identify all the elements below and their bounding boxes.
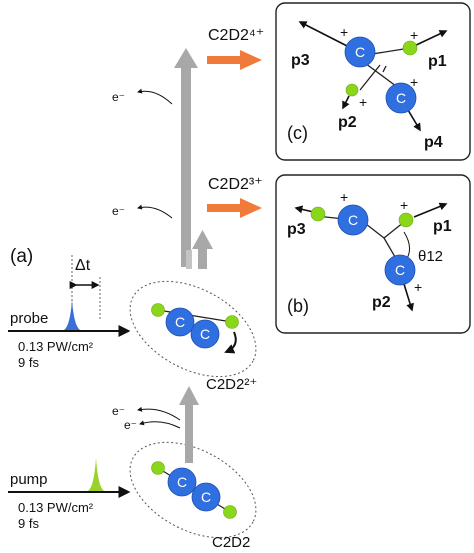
probe-label: probe: [10, 310, 48, 327]
carbon-label: C: [200, 326, 210, 342]
carbon-label: C: [175, 314, 185, 330]
fragment-p3-label: p3: [291, 52, 310, 69]
carbon-atom: [190, 319, 220, 349]
carbon-label: C: [396, 90, 406, 106]
probe-duration: 9 fs: [18, 355, 39, 370]
carbon-label: C: [395, 262, 405, 278]
fragment-p2-label: p2: [372, 294, 391, 311]
carbon-label: C: [355, 44, 365, 60]
deuterium-atom: [151, 461, 165, 475]
electron-label: e⁻: [124, 418, 137, 432]
carbon-atom: [385, 82, 417, 114]
deuterium-atom: [398, 212, 414, 228]
ionization-arrow-short-2: [186, 250, 192, 269]
panel-c: C C + + + + p3 p1 p2 p4 (c): [275, 2, 471, 161]
fragment-p4-label: p4: [424, 134, 443, 151]
charge-label: +: [410, 27, 418, 43]
panel-label-c: (c): [287, 123, 308, 143]
pump-pulse-group: pump 0.13 PW/cm² 9 fs: [8, 458, 131, 531]
electron-label: e⁻: [112, 404, 125, 418]
carbon-label: C: [348, 212, 358, 228]
charge-label: +: [359, 94, 367, 110]
charge-label: +: [340, 24, 348, 40]
electron-label: e⁻: [112, 204, 125, 218]
migration-arrow: [224, 331, 237, 354]
probe-pulse-group: Δt probe 0.13 PW/cm² 9 fs: [8, 255, 131, 370]
electron-emission-1: e⁻ e⁻: [112, 404, 181, 432]
dication-species-label: C2D2²⁺: [206, 376, 257, 393]
probe-intensity: 0.13 PW/cm²: [18, 339, 94, 354]
fragment-p1-label: p1: [428, 53, 447, 70]
tetracation-species-label: C2D2⁴⁺: [208, 27, 264, 44]
delay-label: Δt: [75, 257, 91, 274]
pump-duration: 9 fs: [18, 516, 39, 531]
carbon-atom: [165, 307, 195, 337]
deuterium-atom: [345, 83, 359, 97]
deuterium-atom: [225, 315, 239, 329]
deuterium-atom: [151, 303, 165, 317]
neutral-species-label: C2D2: [212, 534, 250, 551]
panel-b: C C + + + p3 p1 p2 θ12 (b): [275, 174, 471, 334]
charge-label: +: [414, 279, 422, 295]
panel-label-a: (a): [10, 246, 33, 267]
carbon-atom: [191, 482, 221, 512]
deuterium-atom: [223, 505, 237, 519]
deuterium-atom: [402, 40, 418, 56]
theta-label: θ12: [418, 248, 443, 265]
trication-species-label: C2D2³⁺: [208, 176, 263, 193]
fragment-p3-label: p3: [287, 221, 306, 238]
pump-intensity: 0.13 PW/cm²: [18, 500, 94, 515]
probe-pulse-shape: [64, 300, 80, 330]
ionization-arrow-1: [179, 386, 199, 463]
pump-label: pump: [10, 471, 48, 488]
pump-pulse-shape: [88, 458, 104, 491]
orange-arrow-mid: [207, 198, 262, 218]
carbon-atom: [167, 467, 197, 497]
carbon-atom: [384, 254, 416, 286]
panel-label-b: (b): [287, 296, 309, 316]
fragment-p1-label: p1: [433, 218, 452, 235]
deuterium-atom: [310, 206, 326, 222]
charge-label: +: [400, 197, 408, 213]
neutral-molecule: C C C2D2: [129, 441, 257, 551]
carbon-label: C: [201, 489, 211, 505]
electron-emission-3: e⁻: [112, 204, 173, 219]
orange-arrow-top: [207, 50, 262, 70]
ionization-arrow-short: [192, 230, 213, 269]
electron-label: e⁻: [112, 90, 125, 104]
electron-emission-2: e⁻: [112, 88, 173, 105]
carbon-atom: [337, 204, 369, 236]
charge-label: +: [340, 189, 348, 205]
charge-label: +: [410, 74, 418, 90]
ionization-arrow-tall: [174, 48, 198, 267]
carbon-atom: [344, 36, 376, 68]
fragment-p2-label: p2: [338, 114, 357, 131]
carbon-label: C: [177, 474, 187, 490]
dication-molecule: C C: [129, 280, 257, 378]
